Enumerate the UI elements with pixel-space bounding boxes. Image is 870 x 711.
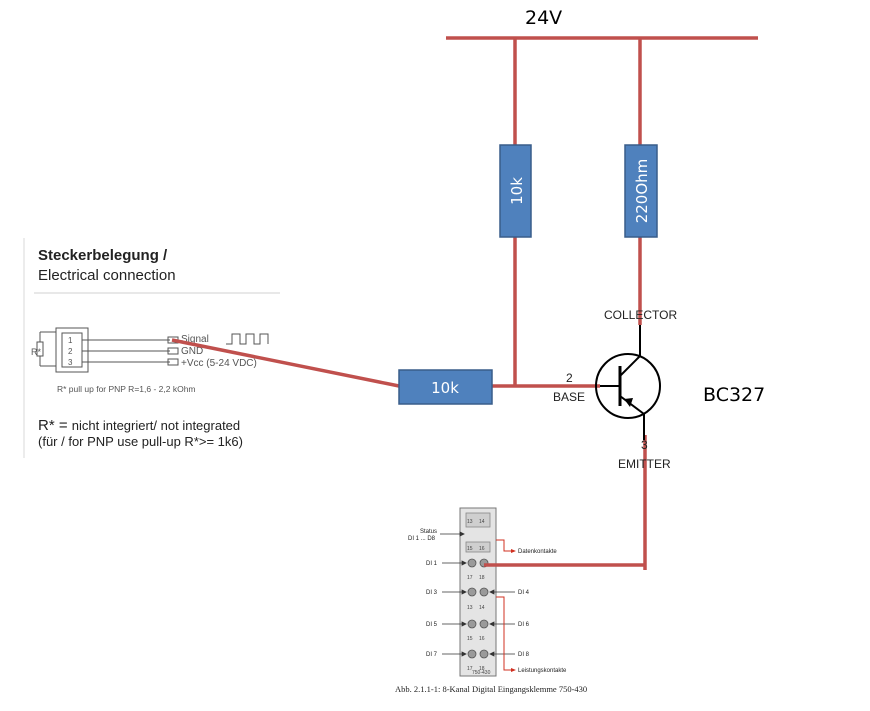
r-star-note-symbol: R* = bbox=[38, 417, 72, 434]
terminal-clamps bbox=[467, 558, 489, 659]
vcc-pin bbox=[167, 358, 179, 366]
arrow-head bbox=[461, 651, 467, 657]
clamp bbox=[467, 649, 477, 659]
supply-voltage-label: 24V bbox=[525, 7, 562, 29]
leistungskontakte-arrow bbox=[511, 668, 516, 672]
slot-label: 13 bbox=[467, 605, 473, 611]
di3-label: DI 3 bbox=[426, 590, 438, 596]
collector-resistor-body bbox=[624, 144, 658, 238]
pin-number-1: 1 bbox=[68, 336, 73, 345]
slot-label: 14 bbox=[479, 605, 485, 611]
leistungskontakte-bracket bbox=[496, 596, 512, 671]
module-model-label: 750-430 bbox=[472, 670, 491, 676]
terminal-module: 13 14 15 16 17 18 13 14 15 16 17 18 750-… bbox=[395, 507, 587, 694]
clamp bbox=[479, 619, 489, 629]
base-resistor-body bbox=[398, 369, 493, 405]
datasheet-title-en: Electrical connection bbox=[38, 267, 176, 284]
di7-label: DI 7 bbox=[426, 652, 438, 658]
arrow-head bbox=[461, 560, 467, 566]
module-caption: Abb. 2.1.1-1: 8-Kanal Digital Eingangskl… bbox=[395, 684, 587, 694]
arrow-head bbox=[489, 621, 495, 627]
arrow-head bbox=[459, 531, 465, 537]
r-star-note-text: nicht integriert/ not integrated bbox=[72, 418, 240, 433]
emitter-arrow-icon bbox=[624, 398, 633, 407]
collector-label: COLLECTOR bbox=[604, 308, 677, 322]
base-resistor: 10k bbox=[398, 369, 493, 405]
transistor-circle bbox=[595, 353, 661, 419]
wiring bbox=[171, 36, 758, 570]
connector-inner bbox=[61, 332, 83, 368]
pin-gnd-label: GND bbox=[181, 346, 203, 357]
slot-label: 16 bbox=[479, 546, 485, 552]
pin-number-2: 2 bbox=[68, 347, 73, 356]
arrow-head bbox=[489, 589, 495, 595]
contact-brackets bbox=[496, 539, 512, 671]
di6-label: DI 6 bbox=[518, 622, 530, 628]
clamp bbox=[467, 558, 477, 568]
slot-label: 14 bbox=[479, 519, 485, 525]
datenkontakte-arrow bbox=[511, 549, 516, 553]
led-block-mid bbox=[465, 541, 491, 553]
arrow-head bbox=[461, 621, 467, 627]
pin-number-3: 3 bbox=[68, 358, 73, 367]
r-star-label: R* bbox=[31, 347, 41, 357]
datenkontakte-label: Datenkontakte bbox=[518, 549, 557, 555]
pulse-waveform bbox=[226, 333, 269, 345]
status-sub-label: DI 1 ... D8 bbox=[408, 536, 436, 542]
clamp bbox=[479, 649, 489, 659]
clamp bbox=[467, 587, 477, 597]
r-star-note: R* = nicht integriert/ not integrated bbox=[38, 417, 240, 434]
slot-label: 16 bbox=[479, 636, 485, 642]
slot-label: 13 bbox=[467, 519, 473, 525]
slot-label: 15 bbox=[467, 546, 473, 552]
connector-datasheet: Steckerbelegung / Electrical connection … bbox=[23, 238, 280, 458]
arrow-head bbox=[461, 589, 467, 595]
slot-label: 17 bbox=[467, 575, 473, 581]
slot-label: 18 bbox=[479, 666, 485, 672]
pullup-resistor-label: 10k bbox=[508, 177, 526, 205]
base-label: BASE bbox=[553, 390, 585, 404]
di5-label: DI 5 bbox=[426, 622, 438, 628]
pullup-note: R* pull up for PNP R=1,6 - 2,2 kOhm bbox=[57, 384, 196, 394]
collector-lead bbox=[619, 355, 641, 377]
base-pin-number: 2 bbox=[566, 371, 573, 385]
di4-label: DI 4 bbox=[518, 590, 530, 596]
datenkontakte-bracket bbox=[496, 539, 512, 552]
clamp bbox=[479, 587, 489, 597]
slot-label: 17 bbox=[467, 666, 473, 672]
collector-resistor-label: 220Ohm bbox=[633, 159, 651, 224]
di8-label: DI 8 bbox=[518, 652, 530, 658]
transistor-symbol bbox=[595, 325, 661, 440]
pullup-resistor-body bbox=[499, 144, 532, 238]
arrow-head bbox=[489, 651, 495, 657]
right-arrows bbox=[489, 589, 515, 657]
pullup-resistor: 10k bbox=[499, 144, 532, 238]
pnp-pullup-note: (für / for PNP use pull-up R*>= 1k6) bbox=[38, 434, 243, 449]
collector-resistor: 220Ohm bbox=[624, 144, 658, 238]
slot-labels: 13 14 15 16 17 18 13 14 15 16 17 18 bbox=[467, 519, 485, 672]
status-label: Status bbox=[420, 529, 437, 535]
leistungskontakte-label: Leistungskontakte bbox=[518, 668, 567, 674]
pin-vcc-label: +Vcc (5-24 VDC) bbox=[181, 358, 257, 369]
left-arrows bbox=[440, 531, 467, 657]
wire-signal-to-base-resistor bbox=[171, 338, 400, 388]
connector-body bbox=[55, 327, 89, 373]
pin-signal-label: Signal bbox=[181, 334, 209, 345]
emitter-pin-number: 3 bbox=[641, 438, 648, 452]
emitter-label: EMITTER bbox=[618, 457, 671, 471]
module-labels: Status DI 1 ... D8 DI 1 DI 3 DI 5 DI 7 D… bbox=[408, 529, 567, 674]
transistor-part-label: BC327 bbox=[703, 384, 765, 406]
di1-label: DI 1 bbox=[426, 561, 438, 567]
led-block-top bbox=[465, 512, 491, 528]
slot-label: 15 bbox=[467, 636, 473, 642]
datasheet-title-de: Steckerbelegung / bbox=[38, 247, 168, 264]
slot-label: 18 bbox=[479, 575, 485, 581]
clamp bbox=[467, 619, 477, 629]
gnd-pin bbox=[167, 347, 179, 355]
base-resistor-label: 10k bbox=[431, 379, 459, 397]
